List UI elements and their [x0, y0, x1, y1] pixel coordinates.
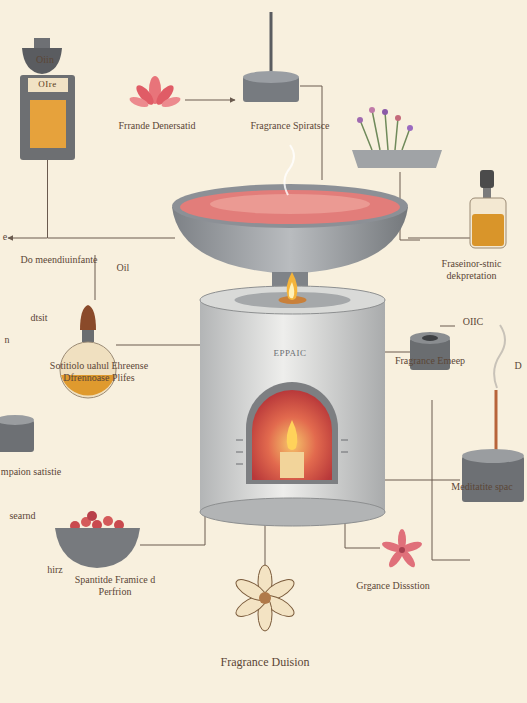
liquid-highlight [210, 194, 370, 214]
jar-top [410, 332, 450, 344]
callout-label: Fragrance Spiratsce [245, 120, 335, 132]
leader-line [408, 238, 470, 239]
petal [160, 95, 182, 109]
node-text: OIre [20, 79, 75, 89]
candle-flame [287, 420, 298, 450]
callout-label: Sotitiolo uahul Ehreense Dfrennoase Plif… [40, 360, 158, 383]
flower-center [399, 547, 405, 553]
petal [381, 540, 404, 554]
bowl-liquid [180, 190, 400, 224]
jar-top [0, 415, 34, 425]
scale-marks [236, 440, 348, 464]
lotus-icon [128, 76, 182, 109]
callout-label: OIIC [455, 316, 491, 328]
dropper-neck [483, 188, 491, 198]
box-window [30, 100, 66, 148]
node-text: EPPAIC [175, 348, 405, 358]
burner-body [200, 300, 385, 512]
callout-label: searnd [0, 510, 45, 522]
bowl [55, 528, 140, 568]
leader-line [385, 352, 410, 353]
oil-liquid [472, 214, 504, 246]
flower-dot [407, 125, 413, 131]
oil-box: OIre [20, 75, 75, 160]
scale-mark [341, 440, 348, 441]
window-glow [252, 390, 332, 480]
leader-line [385, 480, 460, 481]
diffuser-top [243, 71, 299, 83]
callout-label: Meditatite spac [438, 481, 526, 493]
star-flower-icon [381, 529, 423, 569]
petal [400, 540, 423, 554]
candle [280, 452, 304, 478]
callout-label: Do meendiuinfante [4, 254, 114, 266]
flower-dot [369, 107, 375, 113]
flame [287, 272, 298, 300]
stick [270, 12, 273, 76]
leader-line [300, 86, 322, 180]
leader-line [185, 100, 235, 101]
callout-label: Fragrance Duision [200, 656, 330, 670]
leader-lines [8, 86, 470, 575]
connector-line [48, 160, 176, 238]
callout-label: D [510, 360, 526, 372]
steam [284, 145, 294, 195]
smoke [494, 325, 505, 388]
scale-mark [236, 440, 243, 441]
callout-label: dtsit [18, 312, 60, 324]
scale-mark [236, 464, 243, 465]
oil-box-shape [20, 75, 75, 160]
callout-label: hirz [40, 564, 70, 576]
callout-label: Fragrance Emeep [392, 355, 468, 367]
flower-icon [233, 565, 297, 631]
callout-label: Oiin [28, 54, 62, 66]
flower-dot [357, 117, 363, 123]
flask-bulb [80, 305, 96, 330]
callout-label: Frrande Denersatid [112, 120, 202, 132]
scale-mark [236, 452, 243, 453]
leader-line [8, 238, 47, 239]
leader-line [440, 326, 455, 327]
callout-label: Spantitde Framice d Perfrion [60, 574, 170, 597]
dropper-cap [480, 170, 494, 188]
window-frame [246, 382, 338, 484]
callout-label: Oil [108, 262, 138, 274]
leader-line [140, 515, 205, 545]
jar-hole [422, 335, 438, 341]
berry [87, 511, 97, 521]
pot [352, 150, 442, 168]
leader-line [345, 522, 380, 548]
burner-base [200, 498, 385, 526]
dropper-bottle [470, 198, 506, 248]
callout-label: e [0, 231, 10, 243]
berry [103, 516, 113, 526]
bowl-rim [172, 184, 408, 228]
jar-icon [22, 48, 62, 74]
base-top [462, 449, 524, 463]
berry-bowl [55, 511, 140, 568]
flower-center [259, 592, 271, 604]
jar-lid [34, 38, 50, 48]
flower-dot [382, 109, 388, 115]
herb-stems [360, 110, 410, 150]
petal [398, 547, 417, 570]
flame-core [289, 282, 294, 298]
flower-dot [395, 115, 401, 121]
scale-mark [341, 452, 348, 453]
incense-stick [495, 390, 498, 456]
callout-label: Grgance Dissstion [345, 580, 441, 592]
leader-line [116, 345, 200, 346]
herb-icon [352, 107, 442, 168]
callout-label: n [0, 334, 14, 346]
flask-neck [82, 330, 94, 342]
callout-label: mpaion satistie [0, 466, 62, 478]
petal [128, 95, 150, 109]
burner-device: EPPAIC [175, 185, 405, 525]
callout-label: Fraseinor-stnic dekpretation [418, 258, 525, 281]
